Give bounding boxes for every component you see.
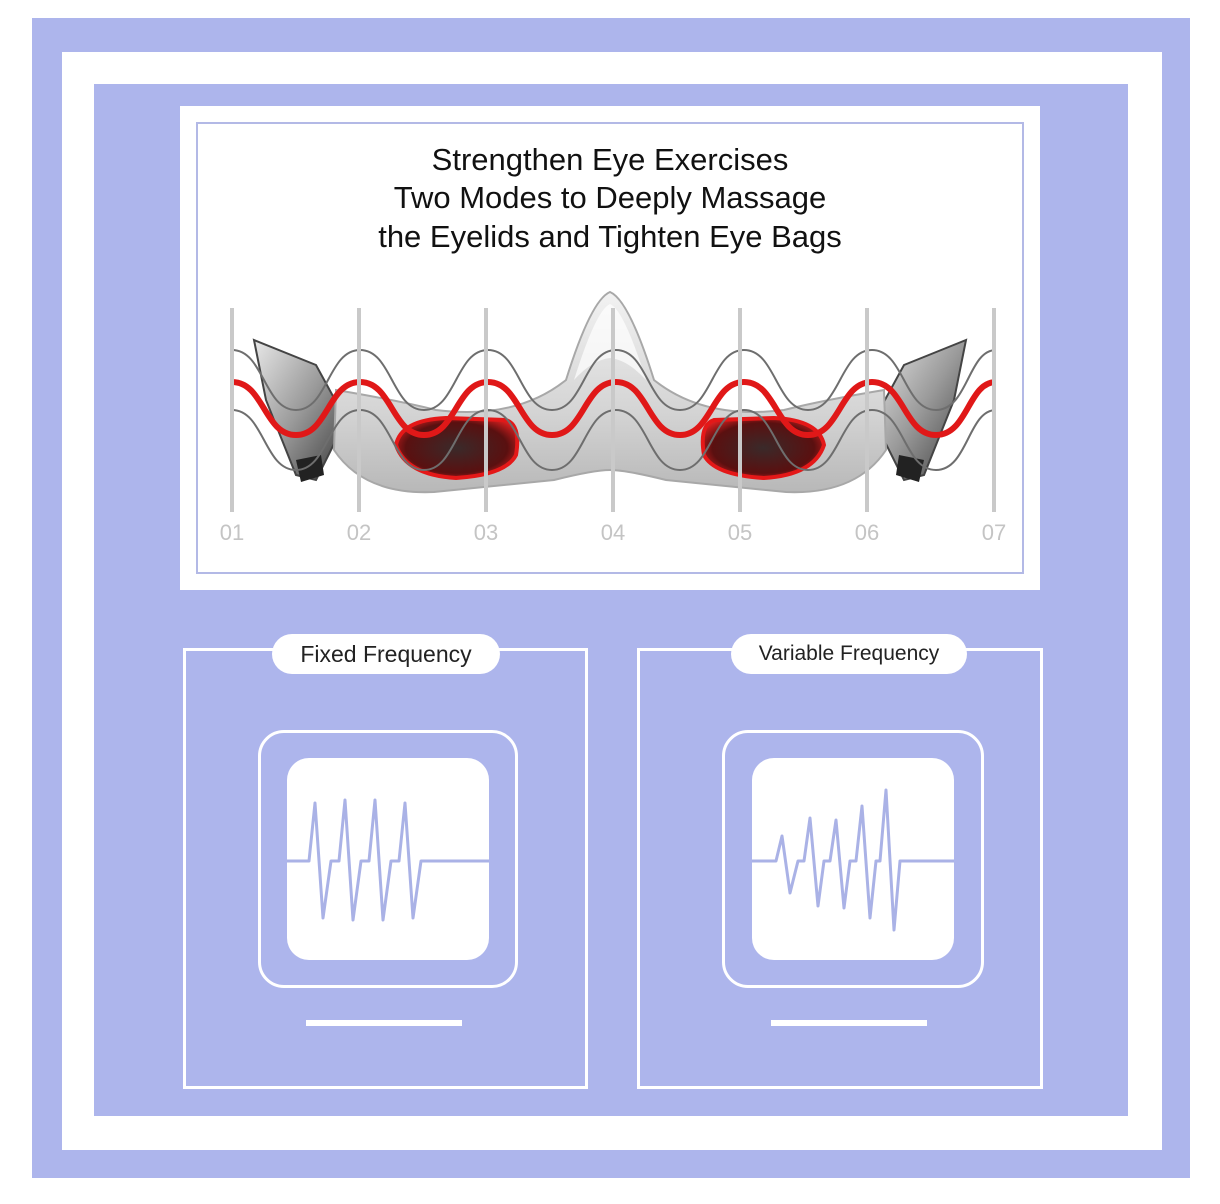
- marker-label-03: 03: [474, 520, 498, 545]
- variable-frequency-label: Variable Frequency: [731, 634, 967, 674]
- fixed-monitor-screen: [287, 758, 489, 960]
- marker-label-01: 01: [220, 520, 244, 545]
- marker-label-07: 07: [982, 520, 1006, 545]
- marker-label-06: 06: [855, 520, 879, 545]
- top-card-border: [196, 122, 1024, 574]
- fixed-monitor-frame: [258, 730, 518, 988]
- right-wing: [872, 338, 968, 482]
- variable-monitor-stand: [771, 1020, 927, 1026]
- marker-label-04: 04: [601, 520, 625, 545]
- variable-frequency-waveform-icon: [752, 788, 954, 932]
- fixed-frequency-label: Fixed Frequency: [272, 634, 500, 674]
- marker-labels: 01 02 03 04 05 06 07: [220, 520, 1006, 545]
- variable-monitor-frame: [722, 730, 984, 988]
- variable-monitor-screen: [752, 758, 954, 960]
- eye-massager-illustration: 01 02 03 04 05 06 07: [220, 290, 1006, 545]
- fixed-monitor-stand: [306, 1020, 462, 1026]
- headline-line-1: Strengthen Eye Exercises: [431, 142, 789, 177]
- headline-line-3: the Eyelids and Tighten Eye Bags: [378, 219, 842, 254]
- marker-label-02: 02: [347, 520, 371, 545]
- left-eye-pad: [393, 415, 520, 481]
- marker-label-05: 05: [728, 520, 752, 545]
- marker-lines: [230, 308, 996, 512]
- headline-line-2: Two Modes to Deeply Massage: [393, 180, 827, 215]
- fixed-frequency-waveform-icon: [287, 798, 489, 922]
